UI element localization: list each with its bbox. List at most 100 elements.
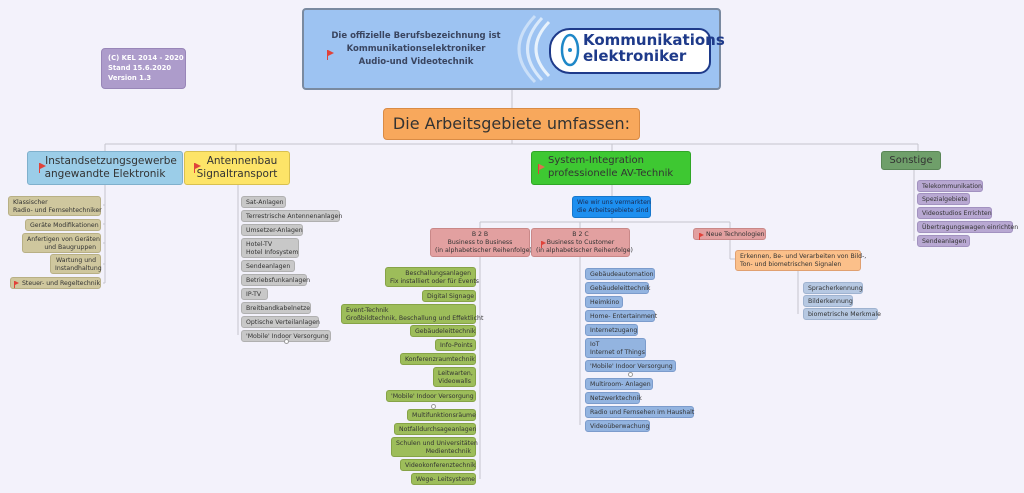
list-item[interactable]: Spracherkennung bbox=[803, 282, 863, 294]
neu-node[interactable]: Neue Technologien bbox=[693, 228, 766, 240]
list-item[interactable]: Optische Verteilanlagen bbox=[241, 316, 320, 328]
list-item-text: Gebäudeleittechnik bbox=[415, 328, 476, 335]
list-item-text: Beschallungsanlagen bbox=[405, 270, 471, 277]
central-topic[interactable]: Die Arbeitsgebiete umfassen: bbox=[383, 108, 640, 140]
list-item-text: Videowalls bbox=[438, 377, 471, 385]
title-box[interactable]: Die offizielle Berufsbezeichnung ist Kom… bbox=[302, 8, 725, 90]
flag-icon bbox=[541, 241, 546, 248]
list-item[interactable]: Konferenzraumtechnik bbox=[400, 353, 476, 365]
list-item[interactable]: 'Mobile' Indoor Versorgung bbox=[585, 360, 676, 372]
list-item[interactable]: Multiroom- Anlagen bbox=[585, 378, 653, 390]
list-item-text: Multifunktionsräume bbox=[412, 412, 476, 419]
info-box[interactable]: (C) KEL 2014 - 2020 Stand 15.6.2020 Vers… bbox=[101, 48, 186, 89]
list-item[interactable]: Terrestrische Antennenanlagen bbox=[241, 210, 342, 222]
list-item[interactable]: Netzwerktechnik bbox=[585, 392, 642, 404]
list-item[interactable]: Sendeanlagen bbox=[917, 235, 970, 247]
list-item[interactable]: Internetzugang bbox=[585, 324, 638, 336]
logo-line-2: elektroniker bbox=[583, 46, 687, 65]
list-item[interactable]: Spezialgebiete bbox=[917, 193, 970, 205]
branch-sonstige[interactable]: Sonstige bbox=[881, 151, 941, 170]
logo-line-1: Kommunikations bbox=[583, 31, 725, 49]
list-item[interactable]: Gebäudeautomation bbox=[585, 268, 655, 280]
list-item-text: Leitwarten, bbox=[438, 370, 473, 377]
list-item[interactable]: Videoüberwachung bbox=[585, 420, 650, 432]
list-item[interactable]: biometrische Merkmale bbox=[803, 308, 881, 320]
list-item-text: und Baugruppen bbox=[44, 243, 96, 251]
neu-sub-line-1: Erkennen, Be- und Verarbeiten von Bild-, bbox=[740, 253, 867, 260]
list-item[interactable]: Wege- Leitsysteme bbox=[411, 473, 476, 485]
list-item[interactable]: Info-Points bbox=[435, 339, 476, 351]
list-item-text: Hotel Infosystem bbox=[246, 248, 299, 256]
list-item[interactable]: Radio und Fernsehen im Haushalt bbox=[585, 406, 694, 418]
list-item[interactable]: Heimkino bbox=[585, 296, 623, 308]
list-item-text: Internet of Things bbox=[590, 348, 645, 356]
list-item[interactable]: Videostudios Errichten bbox=[917, 207, 992, 219]
flag-icon bbox=[194, 163, 201, 173]
branch-instand[interactable]: Instandsetzungsgewerbe angewandte Elektr… bbox=[27, 151, 183, 185]
list-item-text: Großbildtechnik, Beschallung und Effektl… bbox=[346, 314, 484, 322]
b2c-line-3: (in alphabetischer Reihenfolge) bbox=[536, 246, 633, 254]
expand-icon[interactable] bbox=[431, 404, 436, 409]
eye-logo-icon bbox=[560, 33, 580, 67]
branch-system[interactable]: System-Integration professionelle AV-Tec… bbox=[531, 151, 691, 185]
list-item[interactable]: Telekommunikation bbox=[917, 180, 983, 192]
neu-label: Neue Technologien bbox=[706, 231, 765, 238]
list-item-text: IoT bbox=[590, 341, 600, 348]
list-item-text: Breitbandkabelnetze bbox=[246, 305, 311, 312]
b2c-node[interactable]: B 2 C Business to Customer (in alphabeti… bbox=[531, 228, 633, 257]
list-item-text: Hotel-TV bbox=[246, 241, 273, 248]
list-item-text: Spracherkennung bbox=[808, 285, 863, 292]
branch-instand-line-1: Instandsetzungsgewerbe bbox=[45, 155, 177, 167]
list-item-text: Radio- und Fernsehtechniker bbox=[13, 206, 102, 214]
list-item[interactable]: Bilderkennung bbox=[803, 295, 853, 307]
list-item[interactable]: Notfalldurchsageanlagen bbox=[394, 423, 476, 435]
list-item-text: Umsetzer-Anlagen bbox=[246, 227, 303, 234]
list-item[interactable]: Videokonferenztechnik bbox=[400, 459, 476, 471]
list-item-text: Gebäudeleittechnik bbox=[590, 285, 651, 292]
list-item-text: Sendeanlagen bbox=[246, 263, 291, 270]
list-item[interactable]: Steuer- und Regeltechnik bbox=[10, 277, 101, 289]
list-item[interactable]: Digital Signage bbox=[422, 290, 476, 302]
list-item-text: biometrische Merkmale bbox=[808, 311, 881, 318]
list-item[interactable]: Geräte Modifikationen bbox=[25, 219, 101, 231]
market-node[interactable]: Wie wir uns vermarkten die Arbeitsgebiet… bbox=[572, 196, 651, 218]
expand-icon[interactable] bbox=[284, 339, 289, 344]
list-item[interactable]: Breitbandkabelnetze bbox=[241, 302, 311, 314]
b2b-line-2: Business to Business bbox=[447, 238, 513, 246]
list-item-text: Steuer- und Regeltechnik bbox=[22, 280, 101, 287]
list-item[interactable]: Sat-Anlagen bbox=[241, 196, 286, 208]
list-item-text: Fix installiert oder für Events bbox=[390, 277, 480, 285]
list-item[interactable]: IP-TV bbox=[241, 288, 268, 300]
b2b-node[interactable]: B 2 B Business to Business (in alphabeti… bbox=[430, 228, 532, 257]
list-item-text: Schulen und Universitäten bbox=[396, 440, 478, 447]
list-item-text: Geräte Modifikationen bbox=[30, 222, 99, 229]
list-item[interactable]: Home- Entertainment bbox=[585, 310, 657, 322]
branch-antennen[interactable]: Antennenbau Signaltransport bbox=[184, 151, 290, 185]
list-item[interactable]: Gebäudeleittechnik bbox=[585, 282, 651, 294]
list-item[interactable]: Umsetzer-Anlagen bbox=[241, 224, 303, 236]
list-item[interactable]: Betriebsfunkanlagen bbox=[241, 274, 311, 286]
list-item[interactable]: Übertragungswagen einrichten bbox=[917, 221, 1018, 233]
list-item-text: Videokonferenztechnik bbox=[405, 462, 476, 469]
expand-icon[interactable] bbox=[628, 372, 633, 377]
list-item-text: Notfalldurchsageanlagen bbox=[399, 426, 477, 433]
list-item-text: Betriebsfunkanlagen bbox=[246, 277, 311, 284]
list-item[interactable]: Leitwarten,Videowalls bbox=[433, 367, 476, 387]
list-item[interactable]: 'Mobile' Indoor Versorgung bbox=[386, 390, 476, 402]
list-item[interactable]: Sendeanlagen bbox=[241, 260, 295, 272]
list-item[interactable]: Gebäudeleittechnik bbox=[410, 325, 476, 337]
list-item[interactable]: Multifunktionsräume bbox=[407, 409, 476, 421]
neu-sub-line-2: Ton- und biometrischen Signalen bbox=[740, 260, 842, 268]
neu-sub-node[interactable]: Erkennen, Be- und Verarbeiten von Bild-,… bbox=[735, 250, 867, 271]
list-item-text: 'Mobile' Indoor Versorgung bbox=[590, 363, 673, 370]
list-item-text: Bilderkennung bbox=[808, 298, 853, 305]
